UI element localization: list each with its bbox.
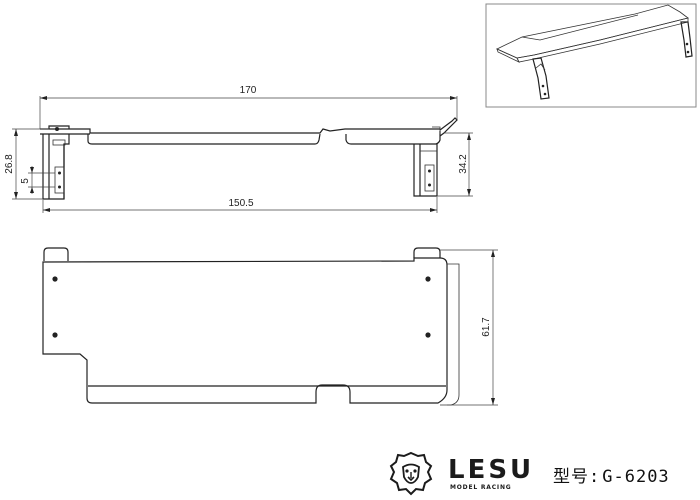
model-number: 型号:G-6203 [553, 462, 670, 487]
dim-inner-length: 150.5 [228, 198, 253, 209]
isometric-view [485, 3, 697, 108]
model-value: G-6203 [602, 467, 670, 487]
model-label: 型号: [553, 467, 601, 487]
dimension-26-8: 26.8 [4, 128, 49, 200]
brand-logo: LESU MODEL RACING [448, 457, 548, 493]
lion-logo-icon [389, 451, 433, 496]
dimension-34-2: 34.2 [437, 132, 473, 197]
dim-left-height: 26.8 [4, 154, 15, 174]
dim-right-height: 34.2 [458, 154, 469, 174]
dimension-5: 5 [20, 166, 55, 194]
brand-tagline: MODEL RACING [450, 484, 512, 491]
brand-name: LESU [448, 455, 535, 485]
side-view [40, 117, 458, 200]
dim-overall-length: 170 [240, 85, 257, 96]
dim-left-small: 5 [20, 178, 31, 184]
dimension-150-5: 150.5 [42, 197, 438, 213]
top-view [42, 247, 460, 406]
dim-depth: 61.7 [481, 317, 492, 337]
dimension-61-7: 61.7 [440, 249, 498, 406]
dimension-170: 170 [39, 85, 458, 129]
